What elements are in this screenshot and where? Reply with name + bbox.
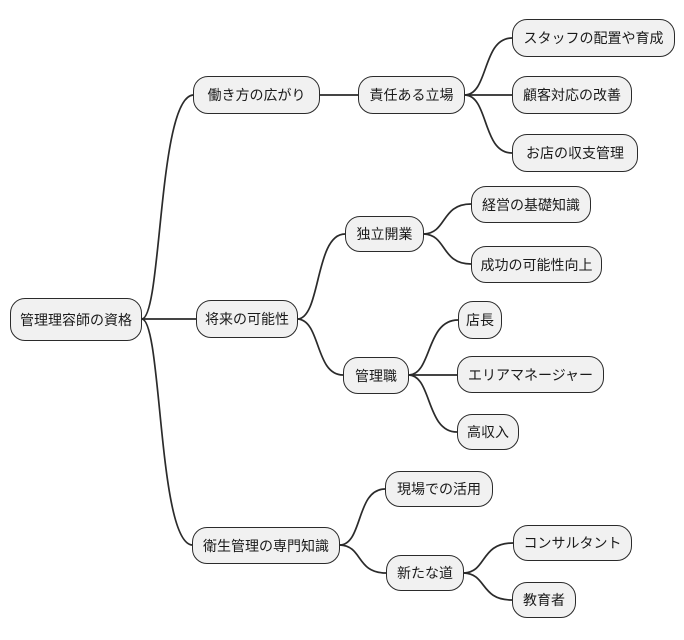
node-area-manager: エリアマネージャー <box>457 356 604 393</box>
edge-responsible-staff <box>464 37 513 96</box>
edge-independent-success <box>423 233 472 265</box>
edge-independent-basics <box>423 203 472 235</box>
node-educator: 教育者 <box>512 582 576 618</box>
node-management-basics: 経営の基礎知識 <box>471 186 591 223</box>
node-staff-placement-training: スタッフの配置や育成 <box>512 19 675 57</box>
node-independent-business: 独立開業 <box>345 216 424 252</box>
node-customer-service-improvement: 顧客対応の改善 <box>512 76 632 114</box>
node-new-path: 新たな道 <box>386 555 464 591</box>
node-hygiene-expertise: 衛生管理の専門知識 <box>192 527 340 564</box>
edge-hygiene-onsite <box>339 488 386 546</box>
edge-future-independent <box>297 233 346 320</box>
node-high-income: 高収入 <box>457 414 519 450</box>
edge-new-path-educator <box>463 572 513 601</box>
node-store-finance-management: お店の収支管理 <box>512 134 638 172</box>
node-consultant: コンサルタント <box>513 525 632 561</box>
node-store-manager: 店長 <box>458 301 502 339</box>
node-success-probability: 成功の可能性向上 <box>471 246 602 283</box>
node-work-style-expansion: 働き方の広がり <box>193 76 320 114</box>
node-responsible-position: 責任ある立場 <box>358 76 465 114</box>
edge-future-management <box>297 318 344 376</box>
node-onsite-utilization: 現場での活用 <box>385 471 493 507</box>
node-management-position: 管理職 <box>343 357 409 394</box>
node-root-qualification: 管理理容師の資格 <box>10 298 142 341</box>
edge-hygiene-new-path <box>339 544 387 574</box>
node-future-possibilities: 将来の可能性 <box>196 300 298 338</box>
edge-management-store-manager <box>408 319 459 376</box>
edge-new-path-consultant <box>463 542 514 574</box>
edge-responsible-finance <box>464 94 513 154</box>
edge-root-hygiene <box>141 318 193 546</box>
edge-management-high-income <box>408 374 458 433</box>
edge-root-work-style <box>141 94 194 320</box>
